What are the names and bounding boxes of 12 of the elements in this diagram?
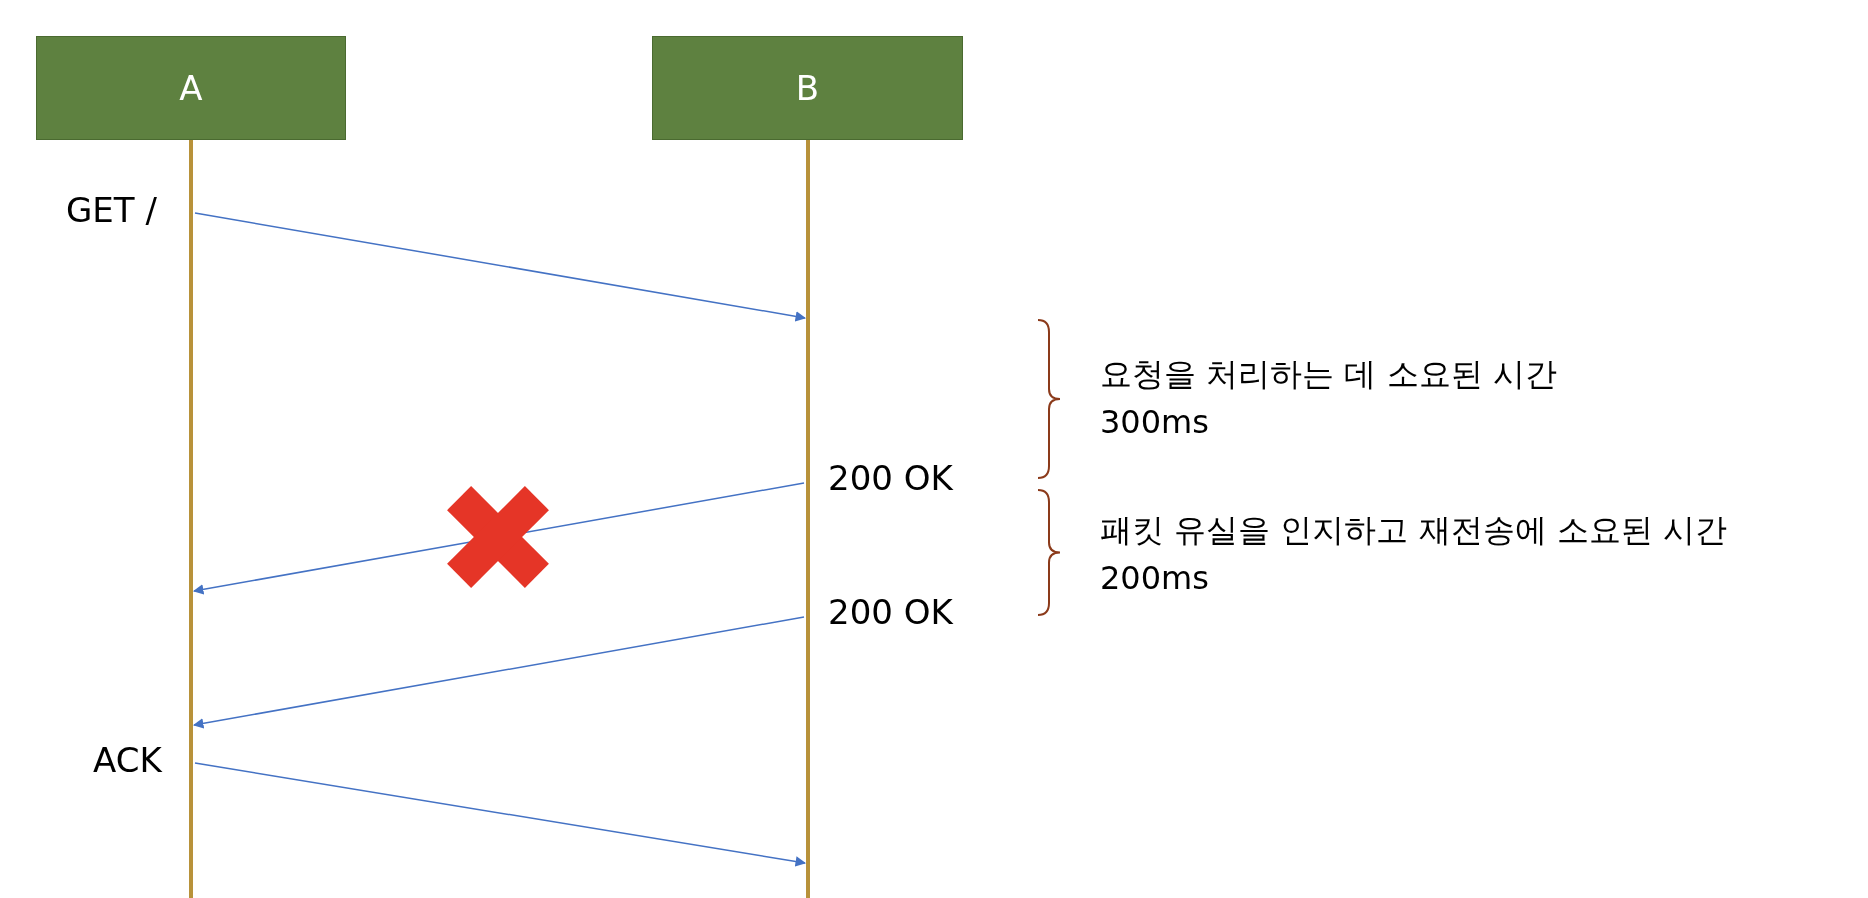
participant-box: A <box>36 36 346 140</box>
message-arrow <box>194 762 807 867</box>
message-label: GET / <box>66 190 157 230</box>
duration-note: 패킷 유실을 인지하고 재전송에 소요된 시간 200ms <box>1100 510 1728 599</box>
message-label: ACK <box>93 740 162 780</box>
message-arrow <box>192 482 805 595</box>
message-label: 200 OK <box>828 592 953 632</box>
message-arrow <box>194 212 807 322</box>
participant-box: B <box>652 36 963 140</box>
duration-note: 요청을 처리하는 데 소요된 시간 300ms <box>1100 354 1558 443</box>
message-label: 200 OK <box>828 458 953 498</box>
message-arrow <box>192 616 805 729</box>
